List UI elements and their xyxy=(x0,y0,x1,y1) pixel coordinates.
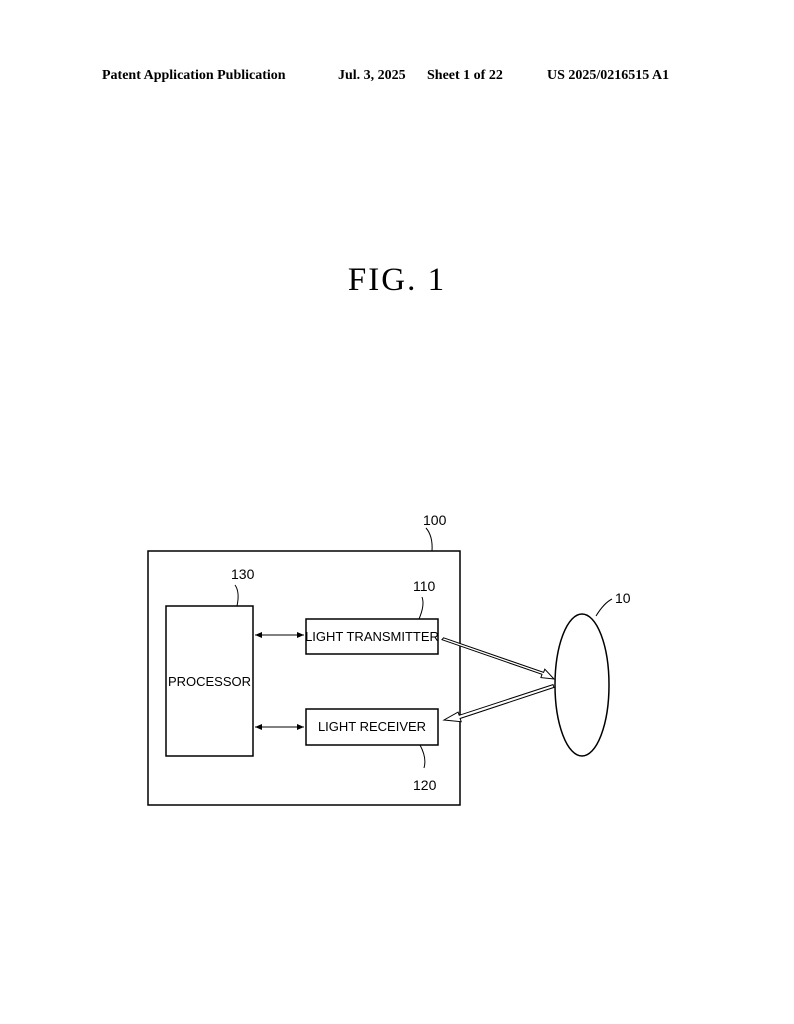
light-transmitter-ref: 110 xyxy=(413,578,436,594)
light-transmitter-box xyxy=(305,618,439,655)
light-transmitter-ref-leader xyxy=(418,596,424,620)
light-receiver-ref-leader xyxy=(419,744,426,769)
processor-ref: 130 xyxy=(231,566,255,582)
light-receiver-box xyxy=(305,708,439,746)
processor-label: PROCESSOR xyxy=(168,674,251,689)
light-receiver-label: LIGHT RECEIVER xyxy=(318,719,426,734)
page-header: Patent Application Publication Jul. 3, 2… xyxy=(0,68,794,88)
device-ref: 100 xyxy=(423,512,447,528)
device-ref-leader xyxy=(425,527,433,552)
reflected-light-arrow xyxy=(442,683,555,723)
sheet-number: Sheet 1 of 22 xyxy=(427,68,503,83)
processor-box xyxy=(165,605,254,757)
light-receiver-ref: 120 xyxy=(413,777,437,793)
emitted-light-arrow xyxy=(441,637,556,680)
light-transmitter-label: LIGHT TRANSMITTER xyxy=(305,629,439,644)
processor-ref-leader xyxy=(234,584,239,607)
publication-date: Jul. 3, 2025 xyxy=(338,68,406,83)
object-ellipse xyxy=(554,613,610,757)
figure-title: FIG. 1 xyxy=(347,262,447,298)
publication-number: US 2025/0216515 A1 xyxy=(547,68,670,83)
device-box xyxy=(147,550,461,806)
object-ref: 10 xyxy=(615,590,631,606)
object-ref-leader xyxy=(595,598,613,617)
publication-type: Patent Application Publication xyxy=(102,68,286,83)
